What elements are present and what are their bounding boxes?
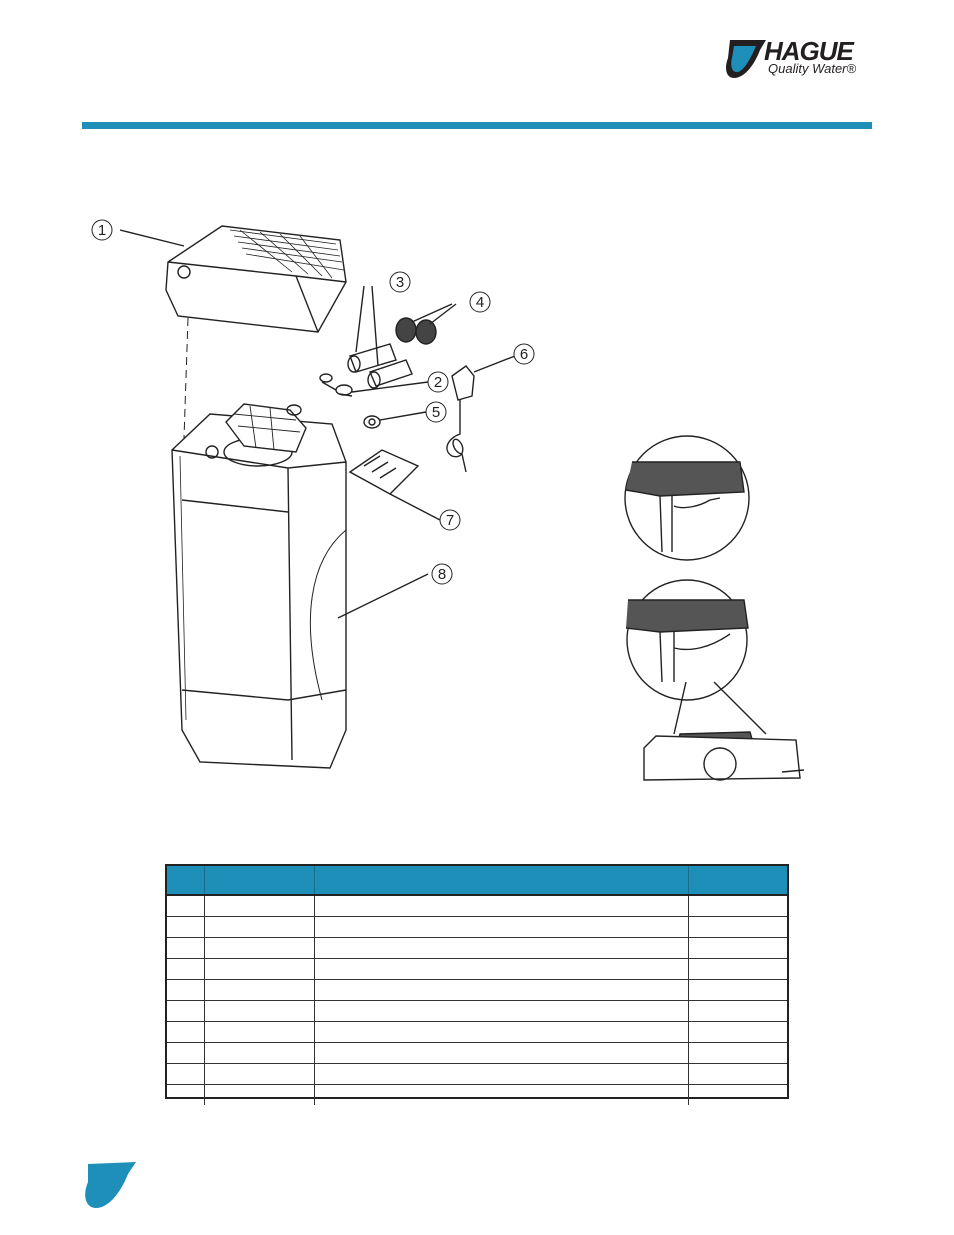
- power-transformer: [446, 365, 475, 473]
- svg-text:4: 4: [476, 294, 484, 311]
- table-cell: [167, 895, 205, 917]
- parts-table: [165, 864, 789, 1105]
- table-cell: [167, 1000, 205, 1022]
- svg-text:5: 5: [432, 404, 440, 421]
- table-cell: [204, 1063, 315, 1085]
- table-row: [167, 1000, 787, 1022]
- table-cell: [688, 1063, 787, 1085]
- table-cell: [688, 979, 787, 1001]
- table-row: [167, 895, 787, 917]
- table-cell: [204, 937, 315, 959]
- table-row: [167, 937, 787, 959]
- parts-table-grid: [167, 866, 787, 1105]
- table-row: [167, 1042, 787, 1064]
- table-cell: [204, 1084, 315, 1105]
- callout-6: 6: [513, 343, 535, 365]
- softener-cabinet: [171, 413, 347, 769]
- svg-text:8: 8: [438, 566, 446, 583]
- table-cell: [204, 958, 315, 980]
- table-cell: [167, 1021, 205, 1043]
- table-cell: [314, 979, 689, 1001]
- table-cell: [314, 1063, 689, 1085]
- table-cell: [167, 1084, 205, 1105]
- table-row: [167, 916, 787, 938]
- table-cell: [314, 1042, 689, 1064]
- water-drop-footer-icon: [85, 1162, 136, 1208]
- table-header-row: [167, 866, 787, 896]
- table-cell: [688, 916, 787, 938]
- table-cell: [204, 1000, 315, 1022]
- hague-logo: HAGUE Quality Water®: [724, 36, 874, 82]
- header-rule: [82, 122, 872, 129]
- table-cell: [688, 937, 787, 959]
- table-cell: [688, 895, 787, 917]
- table-cell: [688, 1042, 787, 1064]
- table-cell: [314, 895, 689, 917]
- table-row: [167, 1021, 787, 1043]
- column-header: [688, 866, 787, 896]
- callout-3: 3: [389, 271, 411, 293]
- logo-tagline: Quality Water®: [768, 61, 857, 76]
- callout-7: 7: [439, 509, 461, 531]
- table-cell: [314, 937, 689, 959]
- table-cell: [314, 1021, 689, 1043]
- connector-nuts: [395, 317, 437, 345]
- table-row: [167, 1084, 787, 1106]
- callout-1: 1: [91, 219, 113, 241]
- cover-lid: [165, 225, 347, 333]
- table-body: [167, 895, 787, 1105]
- water-drop-logo-icon: [726, 40, 766, 78]
- drain-fitting: [363, 415, 381, 429]
- column-header: [204, 866, 315, 896]
- callout-5: 5: [425, 401, 447, 423]
- callout-8: 8: [431, 563, 453, 585]
- table-cell: [314, 916, 689, 938]
- table-cell: [204, 1021, 315, 1043]
- svg-text:6: 6: [520, 346, 528, 363]
- table-cell: [167, 958, 205, 980]
- svg-text:2: 2: [434, 374, 442, 391]
- table-cell: [688, 1000, 787, 1022]
- exploded-parts-diagram: 1 2 3 4 5 6 7 8: [91, 219, 805, 781]
- svg-text:1: 1: [98, 222, 106, 239]
- table-cell: [167, 916, 205, 938]
- table-cell: [167, 1063, 205, 1085]
- connector-fittings: [286, 373, 353, 416]
- table-row: [167, 979, 787, 1001]
- column-header: [167, 866, 205, 896]
- table-cell: [167, 937, 205, 959]
- table-row: [167, 958, 787, 980]
- control-valve: [205, 403, 307, 459]
- detail-inset-bottom: [625, 579, 749, 701]
- callout-2: 2: [427, 371, 449, 393]
- table-cell: [167, 1042, 205, 1064]
- table-row: [167, 1063, 787, 1085]
- svg-text:3: 3: [396, 274, 404, 291]
- table-cell: [204, 895, 315, 917]
- svg-text:7: 7: [446, 512, 454, 529]
- table-cell: [204, 1042, 315, 1064]
- column-header: [314, 866, 689, 896]
- detail-valve-assembly: [643, 681, 805, 781]
- table-cell: [314, 1084, 689, 1105]
- table-cell: [204, 916, 315, 938]
- table-cell: [314, 1000, 689, 1022]
- callout-4: 4: [469, 291, 491, 313]
- table-cell: [204, 979, 315, 1001]
- table-cell: [688, 1085, 787, 1106]
- detail-inset-top: [624, 435, 750, 561]
- bypass-tubes: [347, 343, 413, 389]
- table-cell: [314, 958, 689, 980]
- control-module: [348, 449, 420, 495]
- table-cell: [688, 958, 787, 980]
- logo-brand-name: HAGUE: [764, 36, 854, 66]
- table-cell: [688, 1021, 787, 1043]
- table-cell: [167, 979, 205, 1001]
